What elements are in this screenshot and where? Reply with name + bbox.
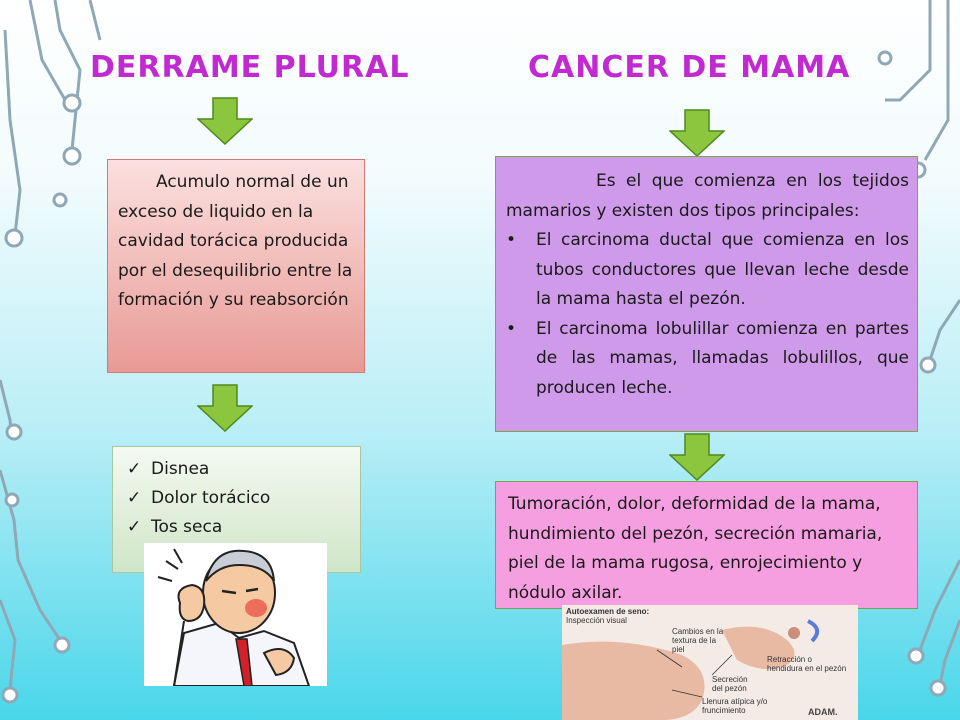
pleural-definition-text: Acumulo normal de un exceso de liquido e…: [118, 172, 353, 310]
down-arrow-icon: [197, 97, 253, 145]
checkmark-icon: ✓: [127, 488, 142, 508]
list-item: ✓Disnea: [127, 455, 352, 484]
down-arrow-icon: [669, 109, 725, 157]
cancer-intro-text: Es el que comienza en los tejidos mamari…: [506, 171, 909, 221]
image-label-nipple-retraction: Retracción o hendidura en el pezón: [767, 655, 847, 673]
bullet-icon: •: [506, 230, 517, 250]
list-item: •El carcinoma lobulillar comienza en par…: [506, 315, 909, 404]
down-arrow-icon: [197, 384, 253, 432]
image-label-fullness: Llenura atípica y/o fruncimiento: [702, 697, 768, 715]
left-title: DERRAME PLURAL: [90, 50, 410, 85]
image-label-discharge: Secreción del pezón: [712, 675, 748, 693]
bullet-icon: •: [506, 318, 517, 339]
cancer-symptoms-box: Tumoración, dolor, deformidad de la mama…: [495, 481, 918, 609]
image-subheading: Inspección visual: [566, 616, 627, 625]
down-arrow-icon: [669, 433, 725, 481]
pleural-symptoms-list: ✓Disnea ✓Dolor torácico ✓Tos seca: [127, 455, 352, 542]
right-title: CANCER DE MAMA: [528, 50, 851, 85]
breast-self-exam-illustration: Autoexamen de seno: Inspección visual Ca…: [562, 605, 858, 720]
checkmark-icon: ✓: [127, 517, 142, 537]
breast-drawing: [562, 605, 858, 720]
cancer-definition-box: Es el que comienza en los tejidos mamari…: [495, 156, 918, 432]
list-item: ✓Dolor torácico: [127, 484, 352, 513]
image-brand: ADAM.: [808, 707, 838, 717]
list-item: •El carcinoma ductal que comienza en los…: [506, 226, 909, 315]
cancer-types-list: •El carcinoma ductal que comienza en los…: [506, 226, 909, 403]
image-label-skin: Cambios en la textura de la piel: [672, 627, 724, 654]
list-item: ✓Tos seca: [127, 513, 352, 542]
coughing-man-illustration: [144, 543, 327, 686]
cancer-symptoms-text: Tumoración, dolor, deformidad de la mama…: [508, 494, 883, 603]
pleural-definition-box: Acumulo normal de un exceso de liquido e…: [107, 159, 365, 373]
checkmark-icon: ✓: [127, 459, 142, 479]
image-heading: Autoexamen de seno:: [566, 607, 650, 616]
